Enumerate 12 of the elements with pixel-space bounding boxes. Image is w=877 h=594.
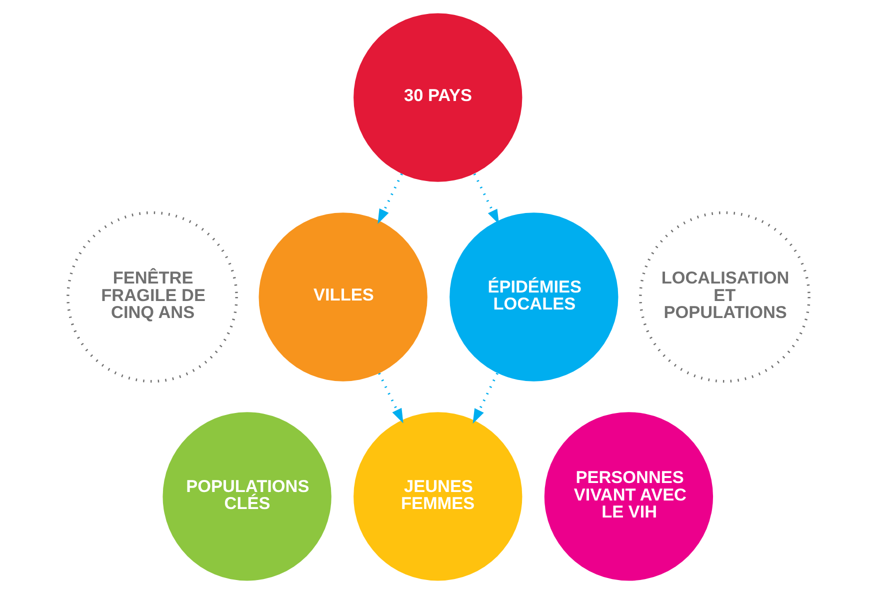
node-circle: LOCALISATION ET POPULATIONS	[639, 211, 810, 383]
node-circle: 30 PAYS	[354, 13, 522, 182]
arrow	[378, 173, 403, 224]
node-circle: ÉPIDÉMIES LOCALES	[450, 212, 618, 382]
node-circle: FENÊTRE FRAGILE DE CINQ ANS	[66, 211, 238, 383]
arrow	[472, 372, 498, 424]
arrow	[473, 173, 500, 224]
arrow	[378, 372, 404, 424]
node-circle: PERSONNES VIVANT AVEC LE VIH	[544, 412, 714, 581]
node-circle: JEUNES FEMMES	[354, 412, 522, 581]
node-circle: VILLES	[258, 212, 428, 382]
node-circle: POPULATIONS CLÉS	[162, 412, 332, 581]
